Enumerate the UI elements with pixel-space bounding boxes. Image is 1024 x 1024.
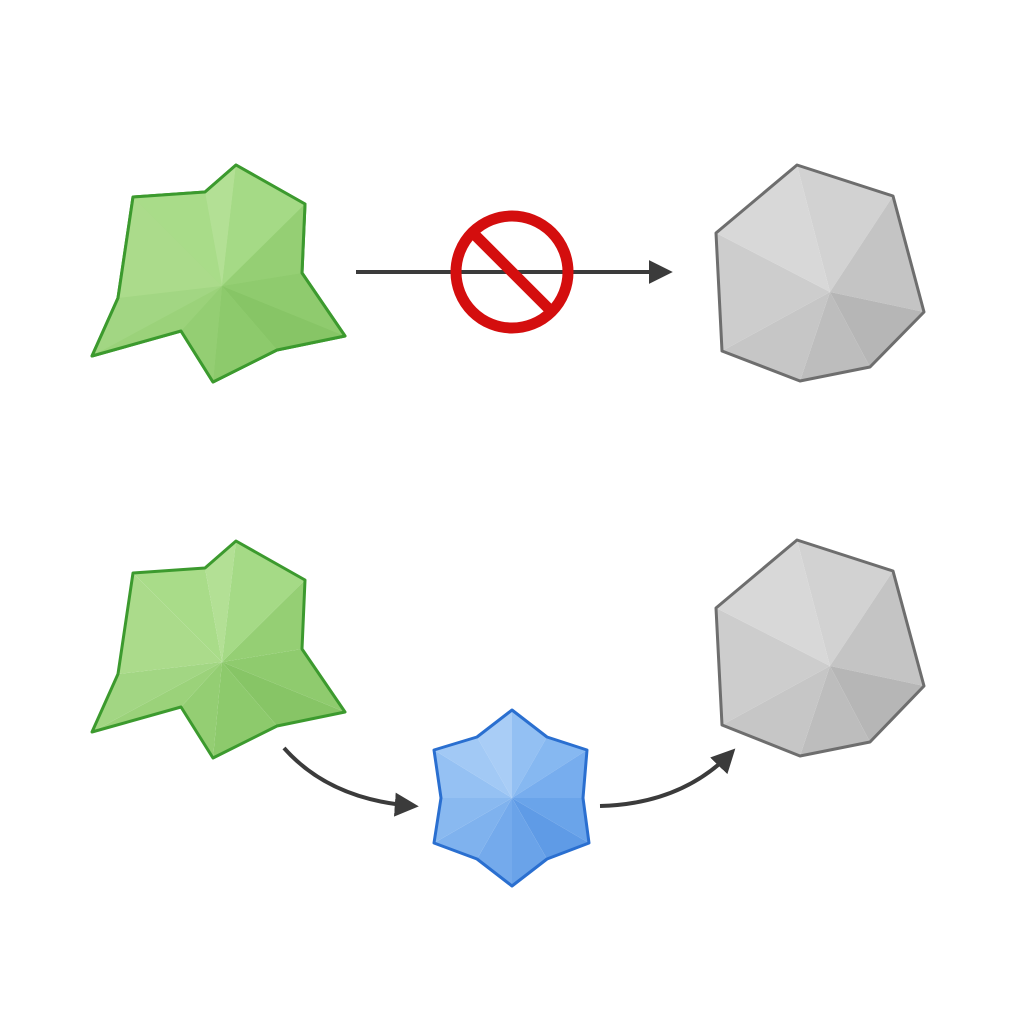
prohibited-icon [450,210,574,334]
start-shape-green-irregular [90,539,347,760]
row-via-intermediate [90,538,926,888]
start-shape-green-irregular [90,163,347,384]
end-shape-gray-heptagon [714,538,926,758]
arrow-to-end [599,748,736,808]
intermediate-shape-blue-star [432,708,591,888]
end-shape-gray-heptagon [714,163,926,383]
row-direct-blocked [90,163,926,384]
arrow-to-intermediate [282,746,419,817]
